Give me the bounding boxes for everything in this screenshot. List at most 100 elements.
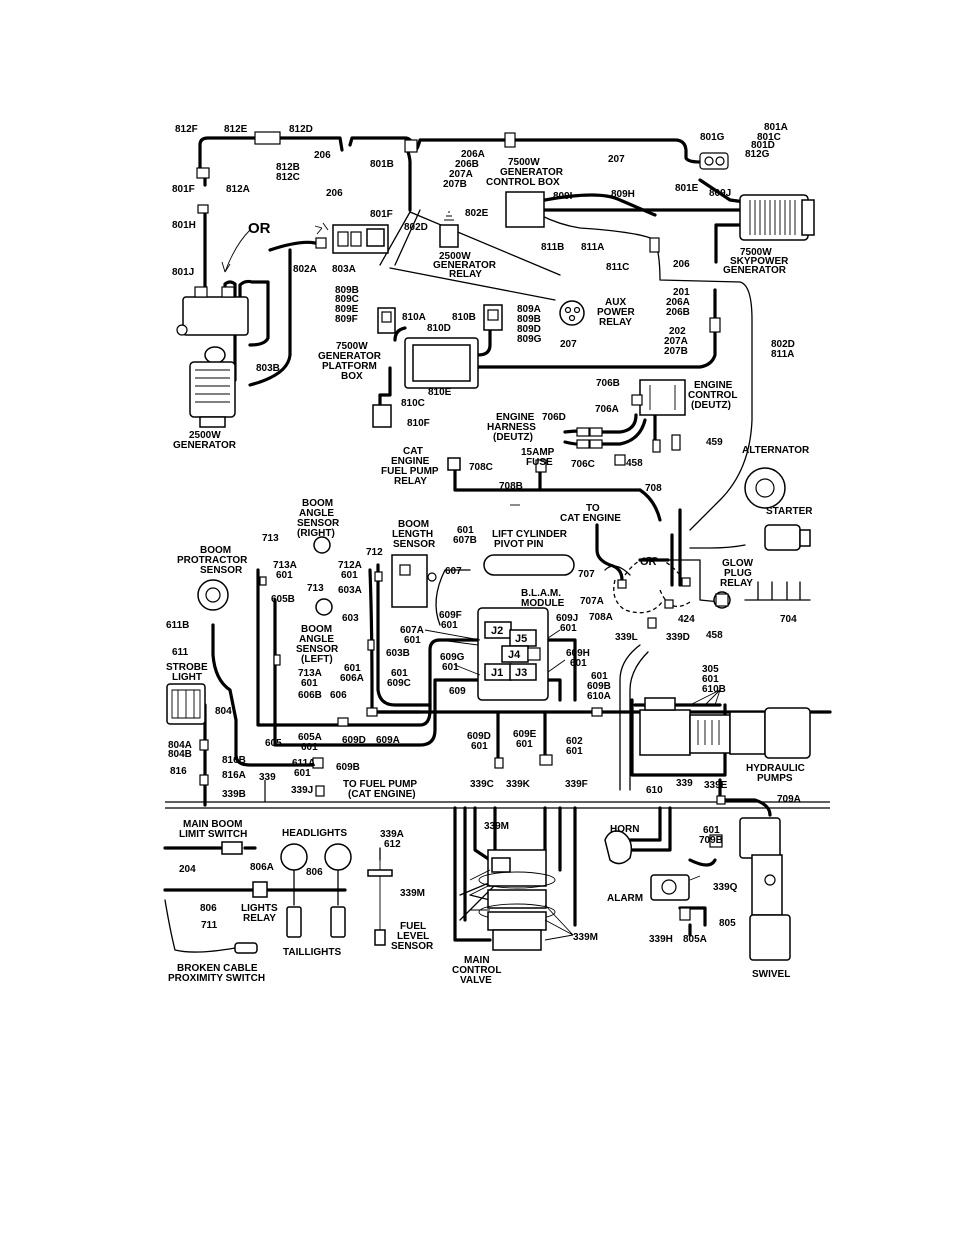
label-812C: 812C: [276, 172, 300, 183]
label-339B: 339B: [222, 789, 246, 800]
label-fuse-1: 15AMP: [521, 447, 555, 458]
label-platform-1: 7500W: [336, 341, 368, 352]
label-headlights: HEADLIGHTS: [282, 828, 347, 839]
label-801E: 801E: [675, 183, 699, 194]
label-812G: 812G: [745, 149, 770, 160]
label-strobe-1: STROBE: [166, 662, 208, 673]
label-609F-601: 601: [441, 620, 458, 631]
label-skypower-1: 7500W: [740, 247, 772, 258]
label-810E: 810E: [428, 387, 452, 398]
label-809F: 809F: [335, 314, 358, 325]
label-main-valve-1: MAIN: [464, 955, 490, 966]
label-hydraulic-2: PUMPS: [757, 773, 793, 784]
label-812E: 812E: [224, 124, 248, 135]
label-339C: 339C: [470, 779, 494, 790]
label-J1: J1: [491, 667, 503, 679]
label-607A-601: 601: [404, 635, 421, 646]
label-305-601: 601: [702, 674, 719, 685]
label-glow-1: GLOW: [722, 558, 754, 569]
label-platform-2: GENERATOR: [318, 351, 382, 362]
label-horn: HORN: [610, 824, 639, 835]
label-bls-1: BOOM: [398, 519, 429, 530]
label-709A: 709A: [777, 794, 801, 805]
label-339-r: 339: [676, 778, 693, 789]
label-lights-relay-1: LIGHTS: [241, 903, 278, 914]
label-806-left: 806: [200, 903, 217, 914]
label-605A: 605A: [298, 732, 322, 743]
label-207B-r: 207B: [664, 346, 688, 357]
label-802A: 802A: [293, 264, 317, 275]
label-458: 458: [706, 630, 723, 641]
label-712A: 712A: [338, 560, 362, 571]
label-801C: 801C: [757, 132, 781, 143]
label-803A: 803A: [332, 264, 356, 275]
label-607B: 607B: [453, 535, 477, 546]
label-339M-left: 339M: [400, 888, 425, 899]
main-bus: [165, 780, 830, 809]
label-806: 806: [306, 867, 323, 878]
label-J4: J4: [508, 649, 521, 661]
label-816: 816: [170, 766, 187, 777]
label-601-609C-1: 601: [391, 668, 408, 679]
label-459: 459: [706, 437, 723, 448]
label-612: 612: [384, 839, 401, 850]
label-platform-3: PLATFORM: [322, 361, 377, 372]
label-708A: 708A: [589, 612, 613, 623]
label-713A-601: 601: [276, 570, 293, 581]
label-609A: 609A: [376, 735, 400, 746]
label-605: 605: [265, 738, 282, 749]
wire-harness: [163, 136, 832, 942]
label-606: 606: [330, 690, 347, 701]
label-609H-601: 601: [570, 658, 587, 669]
label-hydraulic-1: HYDRAULIC: [746, 763, 805, 774]
label-801G: 801G: [700, 132, 725, 143]
label-458-top: 458: [626, 458, 643, 469]
label-339M-right: 339M: [573, 932, 598, 943]
label-strobe-2: LIGHT: [172, 672, 202, 683]
label-engine-ctrl-1: ENGINE: [694, 380, 733, 391]
label-816B: 816B: [222, 755, 246, 766]
label-809E: 809E: [335, 304, 359, 315]
label-609G: 609G: [440, 652, 465, 663]
label-812D: 812D: [289, 124, 313, 135]
label-glow-3: RELAY: [720, 578, 753, 589]
label-609B: 609B: [336, 762, 360, 773]
label-main-boom-1: MAIN BOOM: [183, 819, 242, 830]
label-802E: 802E: [465, 208, 489, 219]
label-713: 713: [262, 533, 279, 544]
label-bls-2: LENGTH: [392, 529, 433, 540]
label-gen2500-2: GENERATOR: [173, 440, 237, 451]
label-platform-4: BOX: [341, 371, 363, 382]
label-707: 707: [578, 569, 595, 580]
label-cat-relay-1: CAT: [403, 446, 423, 457]
label-605B: 605B: [271, 594, 295, 605]
label-201: 201: [673, 287, 690, 298]
label-cat-relay-2: ENGINE: [391, 456, 430, 467]
label-607: 607: [445, 566, 462, 577]
label-J2: J2: [491, 625, 503, 637]
label-prot-1: BOOM: [200, 545, 231, 556]
label-lights-relay-2: RELAY: [243, 913, 276, 924]
label-603: 603: [342, 613, 359, 624]
label-811A: 811A: [581, 242, 604, 253]
label-starter: STARTER: [766, 506, 813, 517]
label-gen-relay-1: 2500W: [439, 251, 471, 262]
label-339E: 339E: [704, 780, 728, 791]
label-712A-601: 601: [341, 570, 358, 581]
label-609G-601: 601: [442, 662, 459, 673]
label-339A: 339A: [380, 829, 404, 840]
label-801B: 801B: [370, 159, 394, 170]
label-809H: 809H: [611, 189, 635, 200]
label-713A-b: 713A: [298, 668, 322, 679]
leader-lines: [221, 222, 721, 941]
label-J5: J5: [515, 633, 527, 645]
label-603A: 603A: [338, 585, 362, 596]
label-812A: 812A: [226, 184, 250, 195]
label-305: 305: [702, 664, 719, 675]
label-fuel-pump-1: TO FUEL PUMP: [343, 779, 417, 790]
label-611B: 611B: [166, 620, 189, 631]
label-or-top: OR: [248, 220, 271, 237]
label-cat-relay-4: RELAY: [394, 476, 427, 487]
label-206B: 206B: [455, 159, 479, 170]
label-804B: 804B: [168, 749, 192, 760]
